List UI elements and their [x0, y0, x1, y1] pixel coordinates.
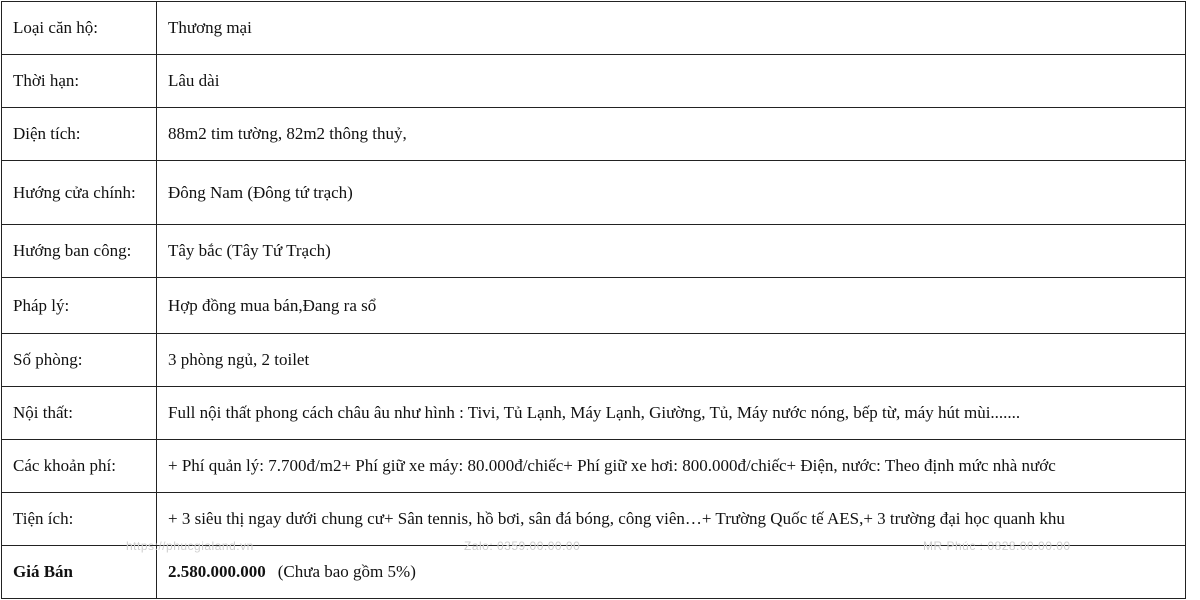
row-label: Hướng ban công:: [1, 224, 157, 278]
table-row: Nội thất: Full nội thất phong cách châu …: [1, 386, 1186, 440]
row-value: Hợp đồng mua bán,Đang ra sổ: [156, 277, 1186, 334]
price-value: 2.580.000.000 (Chưa bao gồm 5%): [156, 545, 1186, 599]
row-label: Các khoản phí:: [1, 439, 157, 493]
price-note: (Chưa bao gồm 5%): [277, 562, 416, 581]
table-row: Tiện ích: + 3 siêu thị ngay dưới chung c…: [1, 492, 1186, 546]
table-row: Diện tích: 88m2 tim tường, 82m2 thông th…: [1, 107, 1186, 161]
table-row: Hướng ban công: Tây bắc (Tây Tứ Trạch): [1, 224, 1186, 278]
table-row: Các khoản phí: + Phí quản lý: 7.700đ/m2+…: [1, 439, 1186, 493]
row-value: Tây bắc (Tây Tứ Trạch): [156, 224, 1186, 278]
table-row: Thời hạn: Lâu dài: [1, 54, 1186, 108]
row-value: Thương mại: [156, 1, 1186, 55]
row-value: 88m2 tim tường, 82m2 thông thuỷ,: [156, 107, 1186, 161]
row-label: Số phòng:: [1, 333, 157, 387]
row-label: Nội thất:: [1, 386, 157, 440]
table-row: Pháp lý: Hợp đồng mua bán,Đang ra sổ: [1, 277, 1186, 334]
row-label: Thời hạn:: [1, 54, 157, 108]
row-label: Pháp lý:: [1, 277, 157, 334]
row-label: Hướng cửa chính:: [1, 160, 157, 225]
row-value: Đông Nam (Đông tứ trạch): [156, 160, 1186, 225]
table-row: Loại căn hộ: Thương mại: [1, 1, 1186, 55]
row-value: + Phí quản lý: 7.700đ/m2+ Phí giữ xe máy…: [156, 439, 1186, 493]
row-value: + 3 siêu thị ngay dưới chung cư+ Sân ten…: [156, 492, 1186, 546]
price-label: Giá Bán: [1, 545, 157, 599]
row-label: Diện tích:: [1, 107, 157, 161]
row-label: Loại căn hộ:: [1, 1, 157, 55]
row-value: Full nội thất phong cách châu âu như hìn…: [156, 386, 1186, 440]
price-amount: 2.580.000.000: [168, 562, 266, 581]
row-value: Lâu dài: [156, 54, 1186, 108]
table-row: Hướng cửa chính: Đông Nam (Đông tứ trạch…: [1, 160, 1186, 225]
table-row: Số phòng: 3 phòng ngủ, 2 toilet: [1, 333, 1186, 387]
row-label: Tiện ích:: [1, 492, 157, 546]
row-value: 3 phòng ngủ, 2 toilet: [156, 333, 1186, 387]
price-row: Giá Bán 2.580.000.000 (Chưa bao gồm 5%): [1, 545, 1186, 599]
